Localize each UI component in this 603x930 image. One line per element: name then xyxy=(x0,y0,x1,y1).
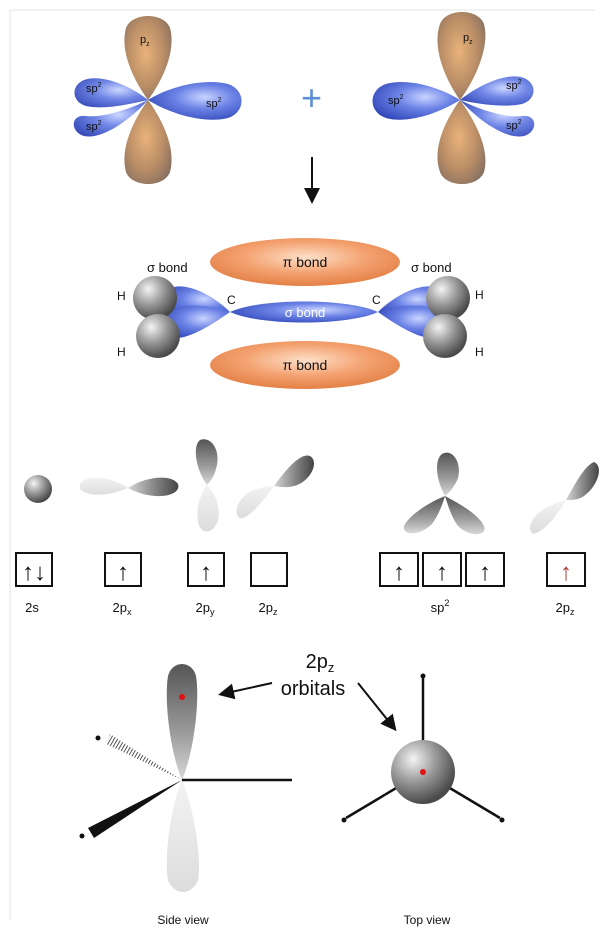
sigma-bond-label-right: σ bond xyxy=(411,260,452,275)
carbon-label-left: C xyxy=(227,293,236,307)
pointer-arrow-side xyxy=(218,682,273,700)
orbital-label: 2pz xyxy=(306,651,335,675)
ethylene-molecule xyxy=(133,238,470,389)
label-2px: 2px xyxy=(113,600,132,617)
hydrogen-label: H xyxy=(117,345,126,359)
side-view-molecule xyxy=(79,664,292,892)
sp2-label-right-a: sp2 xyxy=(388,94,404,107)
hydrogen-label: H xyxy=(475,288,484,302)
top-view-molecule xyxy=(341,673,505,823)
pi-bond-top-lobe xyxy=(210,238,400,286)
hydrogen-atom xyxy=(136,314,180,358)
side-view-label: Side view xyxy=(157,913,209,927)
hydrogen-atom xyxy=(133,276,177,320)
sigma-bond-label-left: σ bond xyxy=(147,260,188,275)
hydrogen-atom xyxy=(423,314,467,358)
2px-orbital xyxy=(79,477,179,497)
sp2-carbon-left xyxy=(73,16,242,184)
plus-sign: + xyxy=(301,77,322,118)
sp2-label-left-c: sp2 xyxy=(206,97,222,110)
hydrogen-atom xyxy=(426,276,470,320)
label-2pz-after: 2pz xyxy=(556,600,575,617)
sp2-carbon-right xyxy=(372,12,535,184)
sigma-bond-label-center: σ bond xyxy=(285,305,326,320)
label-2py: 2py xyxy=(196,600,215,617)
sp2-label-left-a: sp2 xyxy=(86,82,102,95)
label-sp2: sp2 xyxy=(431,598,450,615)
pz-label-left: pz xyxy=(140,34,150,48)
carbon-label-right: C xyxy=(372,293,381,307)
electron-boxes-sp2: ↑ ↑ ↑ xyxy=(379,552,505,587)
sp2-label-right-c: sp2 xyxy=(506,119,522,132)
carbon-dot xyxy=(420,769,426,775)
2s-orbital xyxy=(24,475,52,503)
hydrogen-label: H xyxy=(117,289,126,303)
electron-up-arrow: ↑ xyxy=(117,559,129,586)
electron-up-arrow: ↑ xyxy=(436,559,448,586)
carbon-dot xyxy=(179,694,185,700)
orbital-label-line2: orbitals xyxy=(281,678,345,700)
sp2-orbitals xyxy=(403,452,485,535)
pointer-arrow-top xyxy=(357,682,397,732)
pi-bond-label-bottom: π bond xyxy=(283,357,328,373)
electron-box-2pz xyxy=(250,552,288,587)
electron-up-arrow: ↑ xyxy=(393,559,405,586)
pi-bond-bottom-lobe xyxy=(210,341,400,389)
electron-box-2s: ↑↓ xyxy=(15,552,53,587)
label-2s: 2s xyxy=(25,600,39,615)
sp2-label-right-b: sp2 xyxy=(506,79,522,92)
2pz-orbital-unhybridized xyxy=(530,462,599,534)
sp2-label-left-b: sp2 xyxy=(86,120,102,133)
2py-orbital xyxy=(195,439,219,532)
label-2pz: 2pz xyxy=(259,600,278,617)
electron-box-2px: ↑ xyxy=(104,552,142,587)
electron-box-2pz-after: ↑ xyxy=(546,552,586,587)
pz-label-right: pz xyxy=(463,32,473,46)
top-view-label: Top view xyxy=(404,913,451,927)
2pz-orbital xyxy=(236,455,315,519)
pi-bond-label-top: π bond xyxy=(283,254,328,270)
electron-up-arrow: ↑ xyxy=(479,559,491,586)
electron-up-arrow-red: ↑ xyxy=(560,559,572,586)
electron-pair-arrows: ↑↓ xyxy=(22,559,46,586)
electron-box-2py: ↑ xyxy=(187,552,225,587)
hydrogen-label: H xyxy=(475,345,484,359)
electron-up-arrow: ↑ xyxy=(200,559,212,586)
